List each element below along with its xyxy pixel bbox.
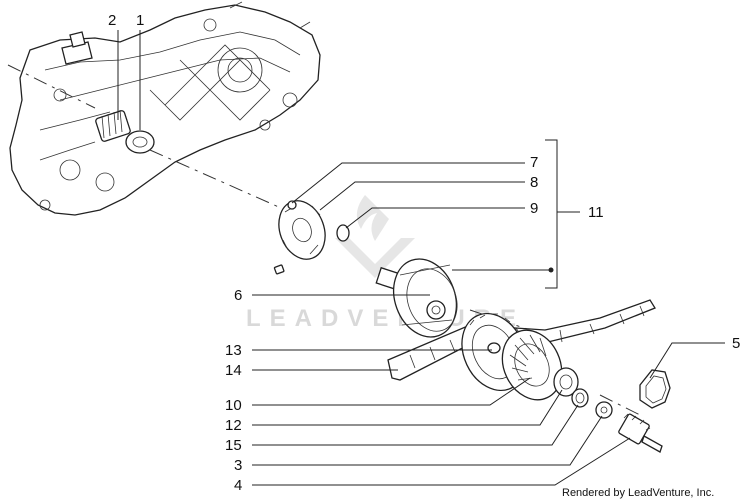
render-credit: Rendered by LeadVenture, Inc. xyxy=(562,487,714,499)
callout-4: 4 xyxy=(234,477,242,494)
bearing-part-12 xyxy=(553,367,579,397)
callout-12: 12 xyxy=(225,417,242,434)
spacer-part-3 xyxy=(595,401,613,419)
axis-line-upper xyxy=(7,64,96,109)
leader-lines xyxy=(117,30,725,486)
callout-14: 14 xyxy=(225,362,242,379)
callout-3: 3 xyxy=(234,457,242,474)
clutch-bell-part-10 xyxy=(501,329,563,401)
slider-screw xyxy=(273,264,285,275)
callout-2: 2 xyxy=(108,12,116,29)
pulley-half-part-6 xyxy=(375,258,458,338)
bushing-part-1 xyxy=(125,130,155,154)
callout-9: 9 xyxy=(530,200,538,217)
drive-plate-part-8 xyxy=(278,200,326,260)
leader-dot xyxy=(548,267,554,273)
starter-gear-part-4 xyxy=(618,413,663,453)
drive-gear-part-2 xyxy=(95,109,131,142)
callout-11: 11 xyxy=(588,204,604,221)
gasket-part-5 xyxy=(639,369,671,409)
crankcase-housing xyxy=(9,1,321,216)
callout-6: 6 xyxy=(234,287,242,304)
callout-1: 1 xyxy=(136,12,144,29)
callout-15: 15 xyxy=(225,437,242,454)
callout-7: 7 xyxy=(530,154,538,171)
callout-5: 5 xyxy=(732,335,740,352)
watermark-logo xyxy=(335,195,415,278)
callout-13: 13 xyxy=(225,342,242,359)
axis-line-drive xyxy=(149,149,291,213)
roller-part-9 xyxy=(336,224,350,242)
callout-10: 10 xyxy=(225,397,242,414)
callout-8: 8 xyxy=(530,174,538,191)
ring-part-15 xyxy=(571,388,589,408)
